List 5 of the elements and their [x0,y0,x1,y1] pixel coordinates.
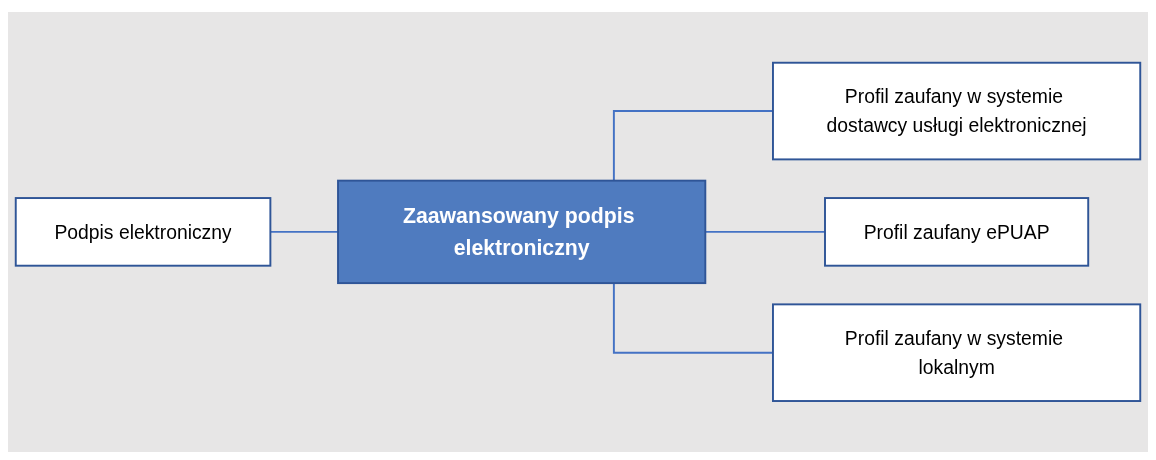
node-box: Profil zaufany w systemie dostawcy usługi elektronicznej [772,61,1142,161]
node-box: Profil zaufany w systemie lokalnym [772,303,1142,403]
node-box: Podpis elektroniczny [14,197,272,267]
node-box: Profil zaufany ePUAP [824,197,1090,267]
node-box: Zaawansowany podpis elektroniczny [337,179,707,285]
